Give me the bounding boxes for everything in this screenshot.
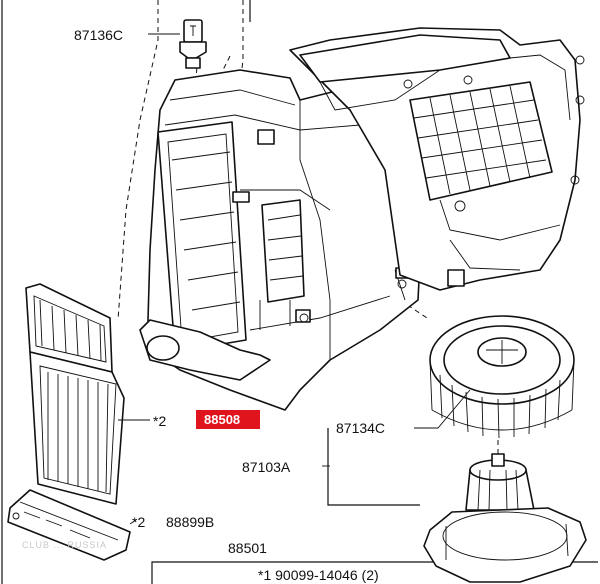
watermark: CLUB ... RUSSIA bbox=[22, 540, 107, 550]
label-87103a[interactable]: 87103A bbox=[242, 459, 291, 475]
label-88899b[interactable]: 88899B bbox=[166, 514, 214, 530]
label-star2-88508: *2 bbox=[153, 413, 166, 429]
blower-housing bbox=[139, 69, 421, 411]
highlight-88508 bbox=[196, 410, 260, 429]
blower-motor bbox=[423, 453, 587, 583]
label-88501[interactable]: 88501 bbox=[228, 540, 267, 556]
label-87136c[interactable]: 87136C bbox=[74, 27, 123, 43]
blower-fan bbox=[429, 315, 575, 439]
filter-cover bbox=[7, 489, 131, 561]
label-88508[interactable]: 88508 bbox=[204, 412, 240, 427]
blower-case bbox=[289, 27, 585, 291]
clip-87136c bbox=[179, 19, 207, 69]
label-screw-90099-14046[interactable]: *1 90099-14046 (2) bbox=[258, 567, 379, 583]
air-filter bbox=[25, 283, 125, 505]
label-star2-88899b: *2 bbox=[132, 514, 145, 530]
leader-lines bbox=[118, 33, 471, 525]
label-87134c[interactable]: 87134C bbox=[336, 420, 385, 436]
